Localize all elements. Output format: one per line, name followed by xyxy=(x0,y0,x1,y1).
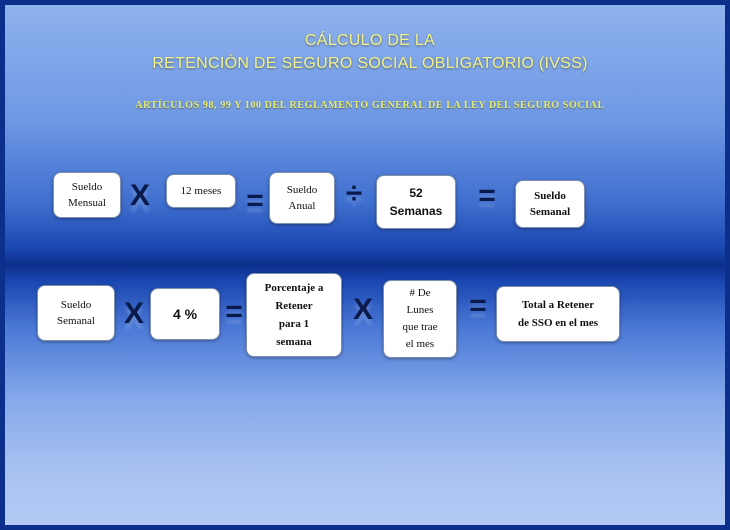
box-porcentaje-retener: Porcentaje a Retener para 1 semana xyxy=(246,273,342,357)
box-sueldo-mensual-label: Sueldo Mensual xyxy=(68,181,106,209)
box-sueldo-semanal-row2-label: Sueldo Semanal xyxy=(57,299,95,327)
box-porcentaje-retener-label: Porcentaje a Retener para 1 semana xyxy=(264,282,324,348)
title-line-1: CÁLCULO DE LA xyxy=(304,32,436,49)
box-52-semanas: 52 Semanas xyxy=(376,175,456,229)
box-sueldo-semanal-row2: Sueldo Semanal xyxy=(37,285,115,341)
equals-operator: = xyxy=(246,184,264,217)
multiply-operator: X xyxy=(129,179,150,212)
box-doce-meses-label: 12 meses xyxy=(180,185,222,197)
box-total-retener-label: Total a Retener de SSO en el mes xyxy=(517,299,599,329)
multiply-operator: X xyxy=(352,293,373,326)
box-lunes-mes: # De Lunes que trae el mes xyxy=(383,280,457,358)
box-doce-meses: 12 meses xyxy=(166,174,236,208)
box-4-porciento: 4 % xyxy=(150,288,220,340)
box-sueldo-semanal-label: Sueldo Semanal xyxy=(529,190,571,218)
box-52-semanas-label: 52 Semanas xyxy=(389,186,443,218)
multiply-operator: X xyxy=(123,297,144,330)
equals-operator: = xyxy=(225,295,243,328)
box-total-retener: Total a Retener de SSO en el mes xyxy=(496,286,620,342)
title-line-2: RETENCIÓN DE SEGURO SOCIAL OBLIGATORIO (… xyxy=(152,55,588,72)
box-sueldo-anual: Sueldo Anual xyxy=(269,172,335,224)
subtitle: ARTÍCULOS 98, 99 Y 100 DEL REGLAMENTO GE… xyxy=(135,100,605,111)
box-sueldo-anual-label: Sueldo Anual xyxy=(286,184,318,212)
equals-operator: = xyxy=(478,179,496,212)
box-4-porciento-label: 4 % xyxy=(172,306,198,322)
box-sueldo-mensual: Sueldo Mensual xyxy=(53,172,121,218)
divide-operator: ÷ xyxy=(345,177,363,210)
equals-operator: = xyxy=(469,289,487,322)
box-sueldo-semanal: Sueldo Semanal xyxy=(515,180,585,228)
box-lunes-mes-label: # De Lunes que trae el mes xyxy=(402,287,438,350)
